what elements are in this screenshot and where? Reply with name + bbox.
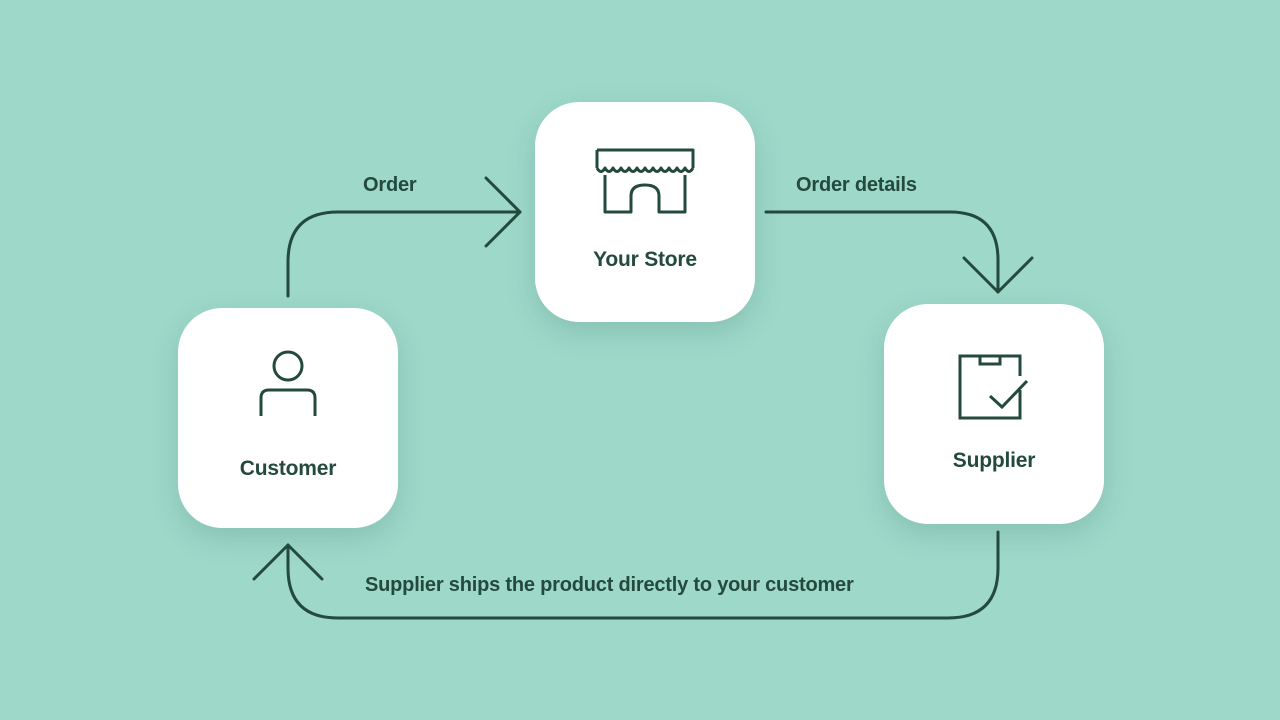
order-label: Order bbox=[363, 174, 417, 196]
ships-label: Supplier ships the product directly to y… bbox=[365, 574, 854, 596]
order-details-arrowhead bbox=[962, 256, 1034, 294]
ships-arrowhead bbox=[252, 543, 324, 581]
store-label: Your Store bbox=[593, 248, 697, 271]
ships-connector bbox=[286, 530, 1000, 620]
order-details-connector bbox=[764, 210, 1000, 294]
storefront-icon bbox=[595, 148, 695, 214]
order-arrowhead bbox=[484, 176, 522, 248]
supplier-node: Supplier bbox=[884, 304, 1104, 524]
person-icon bbox=[259, 350, 317, 416]
box-check-icon bbox=[958, 354, 1029, 420]
store-node: Your Store bbox=[535, 102, 755, 322]
order-connector bbox=[286, 210, 522, 298]
order-details-label: Order details bbox=[796, 174, 917, 196]
customer-node: Customer bbox=[178, 308, 398, 528]
customer-label: Customer bbox=[239, 457, 337, 480]
supplier-label: Supplier bbox=[952, 449, 1036, 472]
